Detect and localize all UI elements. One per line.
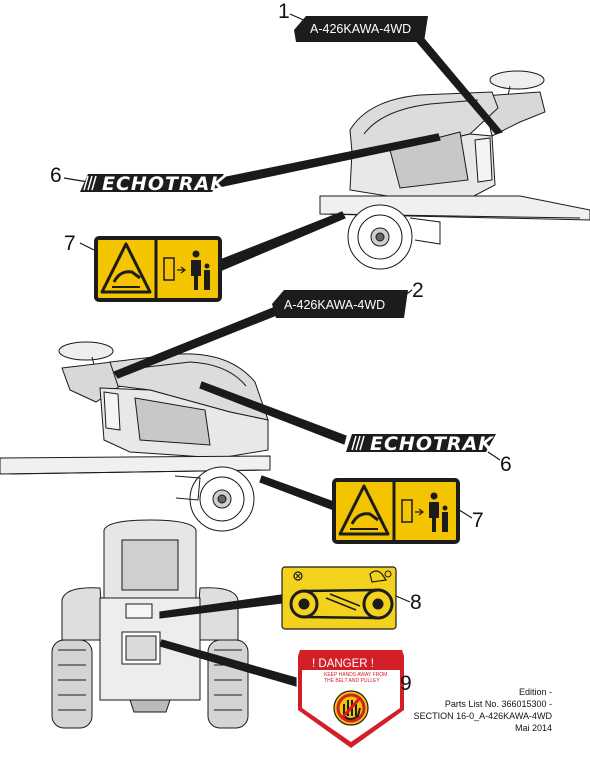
danger-decal: ! DANGER ! KEEP HANDS AWAY FROM THE BELT… — [298, 650, 404, 748]
tractor-side-view-top — [319, 70, 590, 270]
model-label-decal-top: A-426KAWA-4WD — [294, 16, 428, 42]
hand-stop-icon — [333, 690, 369, 726]
brand-decal-top: ECHOTRAK — [80, 173, 226, 195]
keep-distance-person-icon — [401, 492, 448, 532]
document-footer: Edition - Parts List No. 366015300 - SEC… — [414, 686, 552, 734]
tractor-rear-view — [51, 519, 249, 729]
callout-6-top: 6 — [50, 164, 62, 187]
callout-1: 1 — [278, 0, 290, 23]
brand-text-top: ECHOTRAK — [102, 173, 226, 195]
hand-crush-warning-icon — [100, 242, 152, 294]
warning-decal-top — [94, 236, 222, 302]
callout-2: 2 — [412, 279, 424, 302]
model-label-decal-mid: A-426KAWA-4WD — [272, 290, 408, 318]
belt-pulley-icon — [289, 570, 394, 620]
hand-crush-warning-icon — [338, 484, 390, 536]
callout-numbers: 1 2 6 6 7 7 8 9 — [50, 0, 512, 695]
keep-distance-person-icon — [163, 250, 210, 290]
danger-title: ! DANGER ! — [312, 658, 374, 670]
callout-9: 9 — [400, 672, 412, 695]
footer-date: Mai 2014 — [514, 723, 552, 733]
belt-pulley-decal — [281, 566, 397, 630]
callout-7-top: 7 — [64, 232, 76, 255]
footer-parts-list: Parts List No. 366015300 - — [444, 699, 552, 709]
brand-decal-mid: ECHOTRAK — [346, 433, 496, 455]
brand-text-mid: ECHOTRAK — [370, 433, 494, 455]
footer-section: SECTION 16-0_A-426KAWA-4WD — [413, 711, 552, 721]
leader-lines — [63, 13, 504, 687]
callout-7-mid: 7 — [472, 509, 484, 532]
footer-edition: Edition - — [518, 687, 552, 697]
warning-decal-mid — [332, 478, 460, 544]
model-label-text-top: A-426KAWA-4WD — [310, 22, 411, 36]
model-label-text-mid: A-426KAWA-4WD — [284, 298, 385, 312]
tractor-side-view-middle — [0, 341, 271, 532]
callout-8: 8 — [410, 591, 422, 614]
danger-line-2: THE BELT AND PULLEY — [324, 678, 380, 684]
callout-6-mid: 6 — [500, 453, 512, 476]
danger-line-1: KEEP HANDS AWAY FROM — [324, 672, 387, 678]
